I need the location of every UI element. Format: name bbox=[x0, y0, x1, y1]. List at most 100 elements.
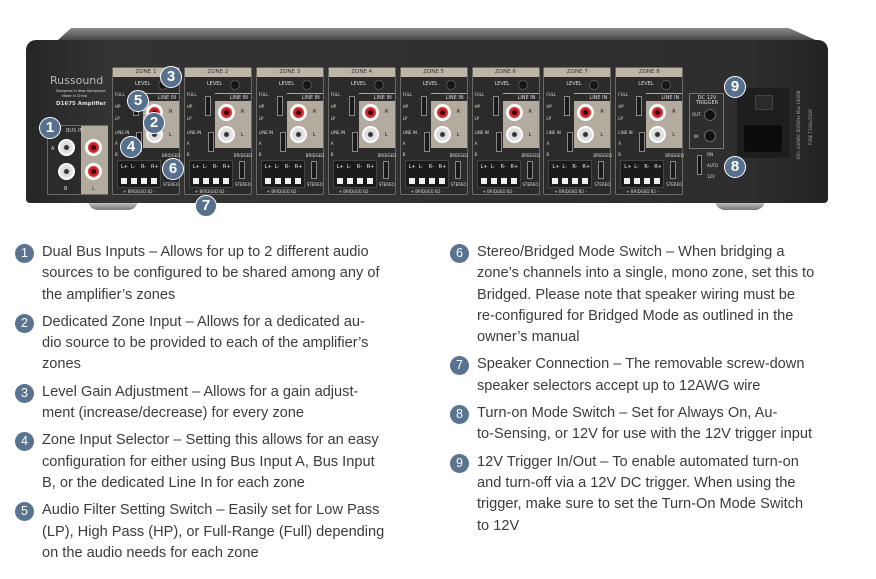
terminal-screw bbox=[480, 178, 487, 184]
filter-switch bbox=[492, 96, 499, 116]
terminal-screw bbox=[644, 178, 651, 184]
bridged-bar-label: + BRIDGED B2 - bbox=[123, 189, 156, 194]
terminal-label: L+ bbox=[264, 164, 272, 170]
brand-logo: Russound bbox=[50, 74, 104, 87]
terminal-label: L- bbox=[418, 164, 424, 170]
filter-label: FULL bbox=[546, 92, 557, 97]
chassis-top bbox=[55, 28, 820, 42]
terminal-label: R- bbox=[644, 164, 650, 170]
filter-label: HP bbox=[546, 104, 552, 109]
iec-power-socket bbox=[744, 125, 782, 152]
callout-badge-4: 4 bbox=[120, 136, 142, 158]
terminal-screw bbox=[274, 178, 281, 184]
line-in-left-jack bbox=[433, 126, 451, 143]
level-knob bbox=[661, 80, 672, 90]
bridged-bar-label: + BRIDGED B2 - bbox=[338, 189, 372, 194]
bus-b-right-jack bbox=[85, 163, 102, 180]
terminal-label: L- bbox=[562, 164, 567, 170]
feature-text-line: trigger, make sure to set the Turn-On Mo… bbox=[477, 496, 804, 513]
power-spec-label: 100~240VAC 60/50Hz Max 1000W bbox=[796, 90, 801, 160]
line-in-left-jack bbox=[217, 126, 235, 143]
input-label: B bbox=[330, 152, 334, 157]
terminal-screw bbox=[202, 178, 209, 184]
stereo-label: STEREO bbox=[666, 182, 683, 187]
origin-line: Made in China bbox=[62, 94, 87, 98]
line-in-right-jack bbox=[361, 104, 379, 121]
line-in-right-jack bbox=[433, 104, 451, 121]
callout-badge-9: 9 bbox=[724, 76, 746, 98]
terminal-screw bbox=[294, 178, 301, 184]
terminal-label: L+ bbox=[408, 164, 416, 170]
speaker-terminal-block: L+L-R-R+ bbox=[476, 160, 521, 188]
callout-badge-7: 7 bbox=[195, 195, 217, 217]
filter-label: LP bbox=[330, 116, 336, 121]
r-label: R bbox=[672, 109, 676, 115]
filter-label: LP bbox=[186, 116, 192, 121]
input-label: B bbox=[115, 152, 118, 157]
input-label: LINE IN bbox=[115, 130, 130, 135]
r-label: R bbox=[600, 109, 604, 115]
feature-text-line: sources to be configured to be shared am… bbox=[42, 265, 380, 282]
trigger-title: DC 12V TRIGGER bbox=[695, 95, 719, 106]
bridged-bar-label: + BRIDGED B2 - bbox=[482, 189, 515, 194]
zone-title: ZONE 1 bbox=[113, 68, 179, 77]
terminal-label: L- bbox=[346, 164, 352, 170]
level-label: LEVEL bbox=[422, 81, 438, 87]
feature-number-badge: 5 bbox=[15, 502, 34, 522]
r-label: R bbox=[384, 109, 389, 115]
trigger-in-label: IN bbox=[694, 134, 699, 139]
feature-text-line: to-Sensing, or 12V for use with the 12V … bbox=[477, 426, 813, 443]
l-label: L bbox=[240, 132, 244, 138]
bus-in-panel: BUS IN A B L bbox=[47, 125, 108, 195]
input-label: A bbox=[474, 141, 478, 146]
feature-text-line: the amplifier’s zones bbox=[42, 286, 176, 303]
input-label: A bbox=[546, 141, 550, 146]
filter-switch bbox=[564, 96, 571, 116]
terminal-label: L- bbox=[274, 164, 280, 170]
callout-badge-2: 2 bbox=[143, 112, 165, 134]
stereo-label: STEREO bbox=[522, 182, 539, 187]
filter-label: FULL bbox=[186, 92, 197, 97]
terminal-screw bbox=[141, 178, 147, 184]
input-selector-switch bbox=[495, 132, 502, 152]
feature-text-line: to 12V bbox=[477, 517, 520, 534]
terminal-label: R- bbox=[212, 164, 218, 170]
feature-number-badge: 6 bbox=[450, 244, 469, 263]
line-in-right-jack bbox=[505, 104, 523, 121]
feature-text-line: B, or the dedicated Line In for each zon… bbox=[42, 474, 305, 491]
bus-row-label: A bbox=[51, 146, 55, 152]
bridged-label: BRIDGED bbox=[593, 153, 612, 158]
terminal-label: R+ bbox=[582, 164, 591, 170]
terminal-screw bbox=[151, 178, 157, 184]
filter-label: FULL bbox=[474, 92, 485, 97]
terminal-label: L- bbox=[202, 164, 208, 170]
level-knob bbox=[301, 80, 312, 90]
bus-col-label: L bbox=[92, 186, 95, 192]
input-label: B bbox=[546, 152, 550, 157]
l-label: L bbox=[169, 132, 172, 138]
level-knob bbox=[517, 80, 528, 90]
bus-b-left-jack bbox=[58, 163, 75, 180]
line-in-left-jack bbox=[577, 126, 595, 143]
feature-number-badge: 1 bbox=[15, 244, 34, 263]
filter-label: HP bbox=[618, 104, 624, 109]
filter-label: HP bbox=[330, 104, 337, 109]
feature-number-badge: 7 bbox=[450, 356, 469, 376]
terminal-label: L- bbox=[634, 164, 639, 170]
stereo-bridged-switch bbox=[238, 161, 245, 179]
line-in-label: LINE IN bbox=[143, 93, 179, 101]
terminal-screw bbox=[438, 178, 445, 184]
trigger-out-label: OUT bbox=[692, 112, 701, 117]
